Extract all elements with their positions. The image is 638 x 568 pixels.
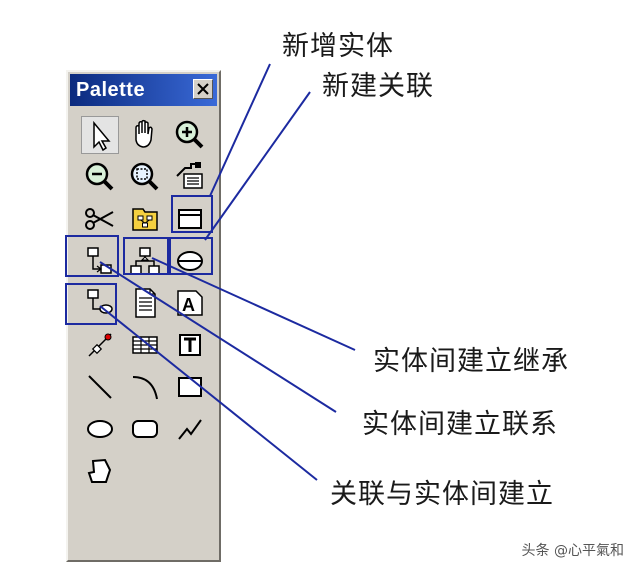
text-style-icon: A (177, 290, 203, 316)
association-link-icon (87, 289, 113, 314)
inheritance-tool[interactable] (126, 242, 164, 280)
arc-icon (132, 376, 158, 400)
close-icon (197, 83, 209, 95)
link-icon (88, 333, 112, 357)
palette-window: Palette (66, 70, 221, 562)
zoom-out-tool[interactable] (81, 158, 119, 196)
palette-titlebar[interactable]: Palette (70, 74, 217, 106)
zoom-in-tool[interactable] (171, 116, 209, 154)
package-tool[interactable] (126, 200, 164, 238)
svg-text:A: A (182, 295, 195, 315)
relationship-icon (87, 247, 112, 274)
polygon-tool[interactable] (81, 452, 119, 490)
rectangle-tool[interactable] (171, 368, 209, 406)
zoom-fit-icon (130, 162, 159, 191)
scissors-icon (85, 208, 114, 230)
zoom-out-icon (85, 162, 114, 191)
rounded-rectangle-icon (132, 420, 158, 438)
association-tool[interactable] (171, 242, 209, 280)
file-icon (135, 288, 156, 318)
zoom-fit-tool[interactable] (126, 158, 164, 196)
properties-tool[interactable] (171, 158, 209, 196)
package-icon (132, 208, 158, 231)
text-tool[interactable] (171, 326, 209, 364)
close-button[interactable] (193, 79, 213, 99)
entity-tool[interactable] (171, 200, 209, 238)
text-icon (179, 334, 201, 356)
palette-title: Palette (76, 79, 146, 101)
cut-tool[interactable] (81, 200, 119, 238)
callout-new-entity: 新增实体 (282, 31, 394, 62)
callout-relationship-link: 实体间建立联系 (362, 409, 558, 440)
file-tool[interactable] (126, 284, 164, 322)
relationship-tool[interactable] (81, 242, 119, 280)
polyline-tool[interactable] (171, 410, 209, 448)
ellipse-icon (87, 420, 113, 438)
inheritance-icon (130, 247, 160, 275)
text-style-tool[interactable]: A (171, 284, 209, 322)
zoom-in-icon (175, 120, 204, 149)
arc-tool[interactable] (126, 368, 164, 406)
callout-inheritance: 实体间建立继承 (373, 346, 569, 377)
link-tool[interactable] (81, 326, 119, 364)
line-icon (88, 375, 112, 399)
rectangle-icon (178, 377, 202, 397)
arrow-pointer-icon (93, 120, 111, 152)
polyline-icon (178, 419, 202, 440)
table-icon (132, 336, 158, 354)
association-link-tool[interactable] (81, 284, 119, 322)
callout-association-link: 关联与实体间建立 (330, 479, 554, 510)
hand-tool[interactable] (126, 116, 164, 154)
pointer-tool[interactable] (81, 116, 119, 154)
line-tool[interactable] (81, 368, 119, 406)
properties-icon (176, 162, 203, 189)
table-tool[interactable] (126, 326, 164, 364)
hand-icon (135, 119, 153, 148)
callout-new-relationship: 新建关联 (322, 71, 434, 102)
watermark: 头条 @心平氣和 (521, 543, 624, 559)
entity-icon (178, 209, 202, 229)
ellipse-tool[interactable] (81, 410, 119, 448)
polygon-icon (87, 458, 112, 483)
association-icon (177, 251, 203, 271)
rounded-rectangle-tool[interactable] (126, 410, 164, 448)
